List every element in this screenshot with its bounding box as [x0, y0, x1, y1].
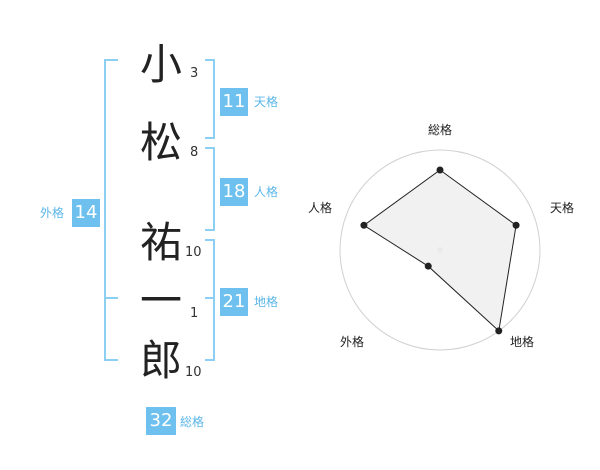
gaikaku-label: 外格 — [40, 206, 65, 220]
outer-bracket — [104, 59, 118, 361]
radar-point-3 — [495, 327, 503, 335]
kanji-4: 一 — [140, 276, 183, 325]
chikaku-label: 地格 — [254, 295, 279, 309]
kanji-5: 郎 — [140, 336, 183, 385]
jinkaku-label: 人格 — [254, 185, 279, 199]
stroke-count-4: 1 — [190, 306, 199, 321]
gaikaku-badge: 14 — [72, 199, 100, 227]
radar-point-4 — [424, 262, 432, 270]
kanji-3: 祐 — [140, 218, 183, 267]
radar-label-soukaku: 総格 — [428, 123, 453, 137]
soukaku-badge: 32 — [146, 407, 176, 435]
radar-area — [363, 169, 517, 332]
radar-point-2 — [512, 221, 520, 229]
radar-label-tenkaku: 天格 — [550, 201, 575, 215]
stroke-count-1: 3 — [190, 66, 199, 81]
jinkaku-bracket — [205, 147, 215, 231]
stroke-count-3: 10 — [185, 245, 202, 260]
tenkaku-label: 天格 — [254, 95, 279, 109]
kanji-1: 小 — [140, 40, 183, 89]
chikaku-bracket — [205, 239, 215, 361]
stroke-count-5: 10 — [185, 365, 202, 380]
jinkaku-badge: 18 — [220, 178, 248, 206]
tenkaku-badge: 11 — [220, 88, 248, 116]
radar-label-jinkaku: 人格 — [308, 201, 333, 215]
chikaku-badge: 21 — [220, 288, 248, 316]
radar-point-1 — [436, 166, 444, 174]
tenkaku-bracket — [205, 59, 215, 139]
stroke-count-2: 8 — [190, 145, 199, 160]
kanji-2: 松 — [140, 118, 183, 167]
radar-label-chikaku: 地格 — [510, 335, 535, 349]
soukaku-label: 総格 — [180, 415, 205, 429]
radar-point-5 — [360, 221, 368, 229]
radar-label-gaikaku: 外格 — [340, 335, 365, 349]
